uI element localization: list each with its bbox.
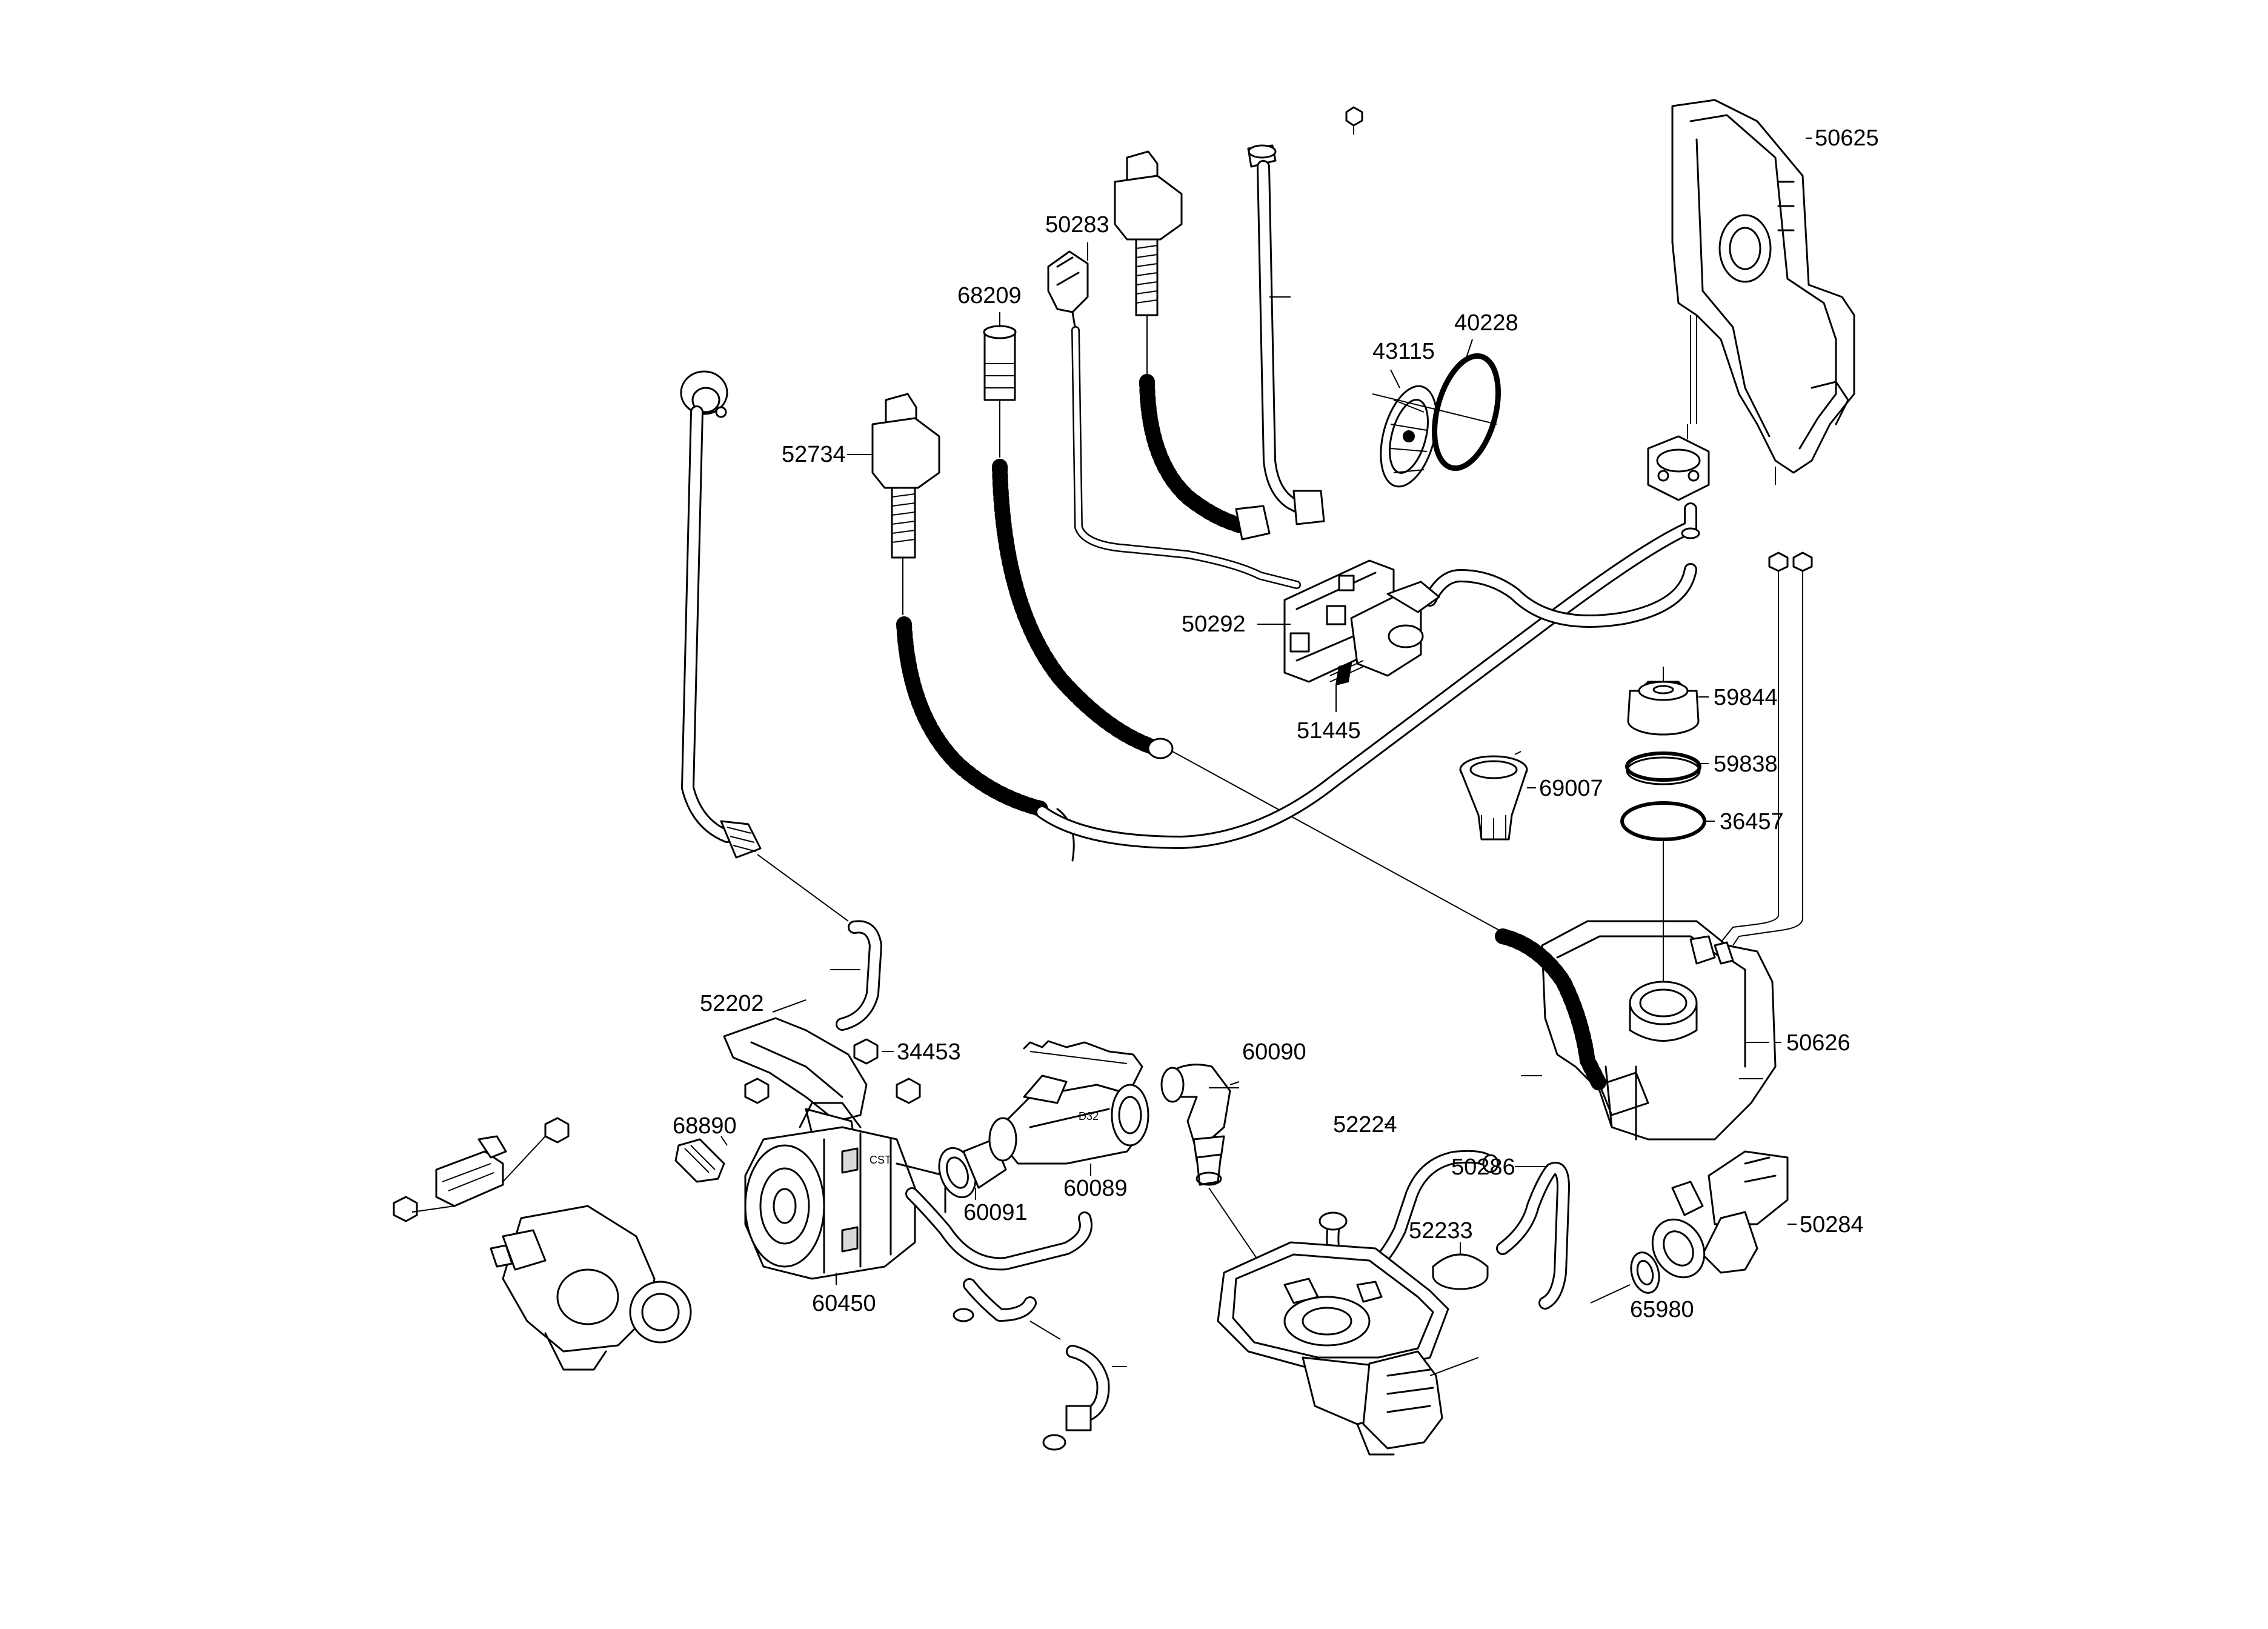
drain-hose-loop (1036, 502, 1700, 849)
part-59844 (1627, 681, 1709, 736)
label-50292: 50292 (1182, 611, 1246, 637)
label-50286: 50286 (1451, 1154, 1515, 1180)
label-60089: 60089 (1063, 1176, 1128, 1201)
upper-inlet-connector (1114, 150, 1271, 541)
label-52224: 52224 (1333, 1112, 1397, 1138)
part-69007 (1459, 751, 1536, 841)
part-50286 (1496, 1162, 1570, 1310)
part-52233 (1432, 1242, 1489, 1290)
part-40228 (1432, 353, 1501, 471)
elbow-hose-upper (830, 920, 882, 1031)
label-59838: 59838 (1714, 751, 1778, 777)
label-52233: 52233 (1409, 1218, 1473, 1244)
sump (1217, 1241, 1479, 1456)
lower-hose-pair (905, 1187, 1127, 1451)
label-43115: 43115 (1372, 339, 1435, 364)
mark-d32: D32 (1079, 1110, 1099, 1122)
air-break-valve (1647, 424, 1710, 501)
top-nut (1345, 106, 1363, 135)
label-60091: 60091 (963, 1200, 1028, 1225)
part-34453 (393, 1038, 921, 1222)
part-50625 (1671, 99, 1855, 485)
hose-clip-bracket (1023, 1040, 1143, 1086)
label-50625: 50625 (1815, 125, 1879, 151)
label-50284: 50284 (1800, 1212, 1864, 1238)
label-40228: 40228 (1454, 310, 1518, 336)
part-59838 (1625, 751, 1709, 785)
part-60450 (744, 1102, 946, 1285)
part-60089 (988, 1074, 1149, 1176)
label-36457: 36457 (1720, 809, 1784, 834)
part-65980 (1590, 1251, 1660, 1304)
leader-lines (720, 138, 1812, 1146)
part-50284 (1651, 1150, 1797, 1279)
part-68890 (674, 1138, 725, 1183)
label-52734: 52734 (782, 442, 846, 467)
label-50626: 50626 (1786, 1030, 1851, 1056)
left-pump (411, 1135, 692, 1371)
label-34453: 34453 (897, 1039, 961, 1065)
inlet-hose-thin (1247, 144, 1325, 525)
left-air-tube (680, 370, 849, 922)
label-52202: 52202 (700, 991, 764, 1016)
part-50626 (1495, 920, 1781, 1141)
label-51445: 51445 (1297, 718, 1361, 744)
label-60450: 60450 (812, 1291, 876, 1316)
vent-tubes (1720, 551, 1813, 946)
part-36457 (1620, 801, 1715, 841)
mark-cst: CST (870, 1154, 891, 1166)
label-69007: 69007 (1539, 776, 1603, 801)
label-68209: 68209 (957, 283, 1022, 308)
label-68890: 68890 (673, 1113, 737, 1139)
label-60090: 60090 (1242, 1039, 1306, 1065)
part-50283 (1047, 250, 1301, 589)
label-59844: 59844 (1714, 685, 1778, 710)
label-65980: 65980 (1630, 1297, 1694, 1322)
part-51445 (1329, 581, 1440, 712)
part-60090 (1160, 1064, 1261, 1264)
label-50283: 50283 (1045, 212, 1109, 238)
valve-tube (1423, 563, 1697, 628)
part-52734 (871, 393, 1075, 862)
part-68209 (983, 325, 1528, 946)
